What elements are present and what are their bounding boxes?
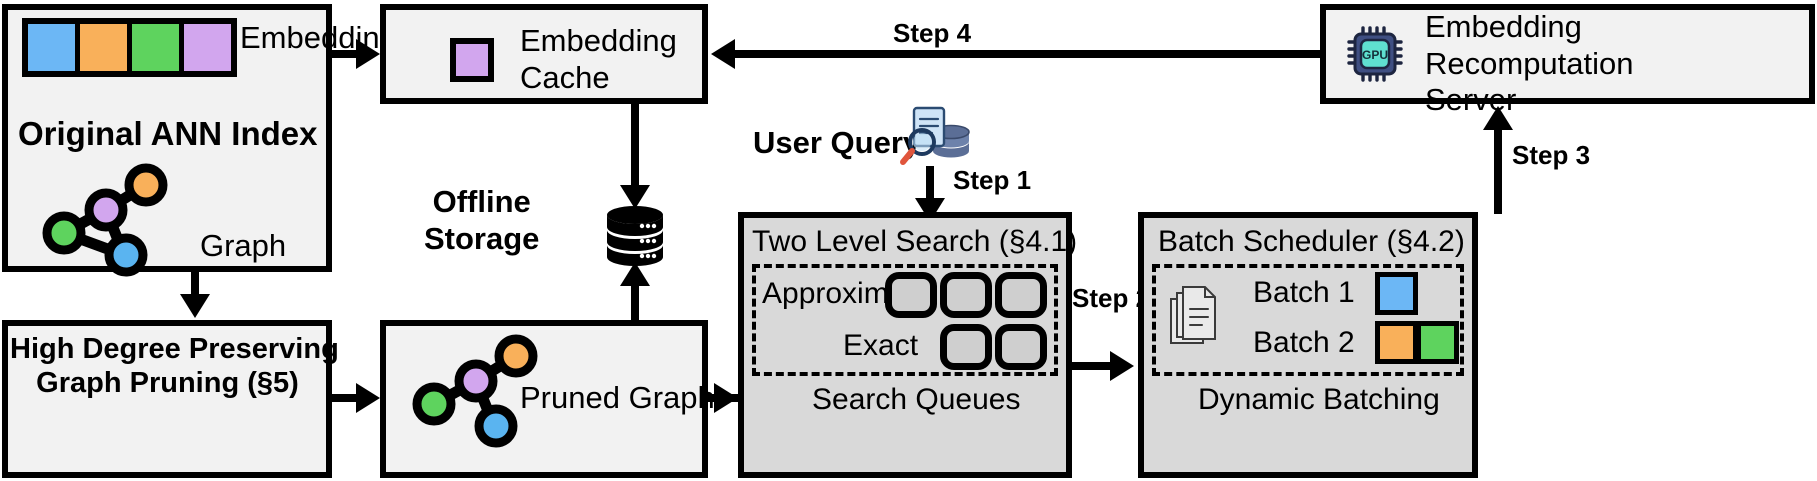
- pruned-to-search-head: [714, 383, 738, 413]
- embedding-swatch-blue: [28, 24, 75, 71]
- step3-label: Step 3: [1512, 140, 1591, 170]
- dynamic-batching-footer: Dynamic Batching: [1198, 383, 1440, 416]
- recomputation-server-title: Embedding Recomputation Server: [1425, 9, 1634, 118]
- batch2-swatch-orange: [1375, 321, 1418, 364]
- arrow-index-to-cache-line: [332, 50, 362, 58]
- exact-label: Exact: [843, 329, 919, 362]
- embedding-cache-box: [380, 4, 708, 104]
- approximate-slot[interactable]: [885, 272, 937, 318]
- step4-line: [735, 50, 1320, 58]
- database-cylinder-icon: [607, 206, 663, 266]
- step3-arrow-head: [1483, 106, 1513, 130]
- batch1-swatch-blue: [1375, 272, 1418, 315]
- embedding-cache-title: Embedding Cache: [520, 23, 677, 95]
- graph-label: Graph: [200, 228, 287, 263]
- batch1-label: Batch 1: [1253, 276, 1355, 309]
- user-query-label: User Query: [753, 125, 921, 160]
- embedding-swatch-purple: [184, 24, 231, 71]
- original-graph-illustration: [42, 163, 168, 277]
- pruned-to-storage-head: [620, 262, 650, 286]
- recomputation-server-box: [1320, 4, 1815, 104]
- cache-to-storage-line: [631, 104, 639, 192]
- pruned-graph-title: Pruned Graph: [520, 380, 715, 415]
- approximate-slot-row: [885, 272, 1047, 318]
- batch2-label: Batch 2: [1253, 326, 1355, 359]
- graph-pruning-title: High Degree Preserving Graph Pruning (§5…: [10, 333, 339, 400]
- batch2-swatch-green: [1416, 321, 1459, 364]
- offline-storage-label: Offline Storage: [424, 184, 540, 256]
- pruned-to-storage-line: [631, 278, 639, 338]
- documents-icon: [1170, 286, 1216, 344]
- step1-line: [926, 166, 934, 206]
- cache-to-storage-head: [620, 185, 650, 209]
- search-queues-footer: Search Queues: [812, 383, 1021, 416]
- graph-pruning-box: [2, 320, 332, 478]
- batch-scheduler-title: Batch Scheduler (§4.2): [1158, 225, 1465, 258]
- two-level-search-title: Two Level Search (§4.1): [752, 225, 1078, 258]
- index-to-pruning-line: [191, 272, 199, 300]
- dynamic-batching-dashed-region: [1152, 264, 1464, 376]
- exact-slot[interactable]: [995, 324, 1047, 370]
- index-to-pruning-head: [180, 294, 210, 318]
- step4-arrow-head: [711, 39, 735, 69]
- approximate-slot[interactable]: [940, 272, 992, 318]
- gpu-icon-text: GPU: [1362, 48, 1388, 62]
- step2-line: [1072, 362, 1120, 370]
- pruned-graph-illustration: [412, 334, 538, 448]
- step1-label: Step 1: [953, 165, 1032, 195]
- magnifier-database-icon: [900, 106, 970, 165]
- embedding-swatch-orange: [80, 24, 127, 71]
- embedding-swatch-strip: [22, 18, 237, 77]
- approximate-slot[interactable]: [995, 272, 1047, 318]
- step3-line: [1494, 128, 1502, 214]
- exact-slot-row: [940, 324, 1047, 370]
- pruning-to-pruned-line: [332, 394, 362, 402]
- search-queues-dashed-region: [752, 264, 1058, 376]
- embedding-swatch-green: [132, 24, 179, 71]
- step2-arrow-head: [1110, 351, 1134, 381]
- arrow-index-to-cache-head: [356, 39, 380, 69]
- gpu-chip-icon: GPU: [1347, 26, 1403, 82]
- pruning-to-pruned-head: [356, 383, 380, 413]
- step4-label: Step 4: [893, 18, 972, 48]
- embedding-cache-chip-icon: [450, 38, 494, 82]
- exact-slot[interactable]: [940, 324, 992, 370]
- original-ann-index-title: Original ANN Index: [18, 115, 318, 152]
